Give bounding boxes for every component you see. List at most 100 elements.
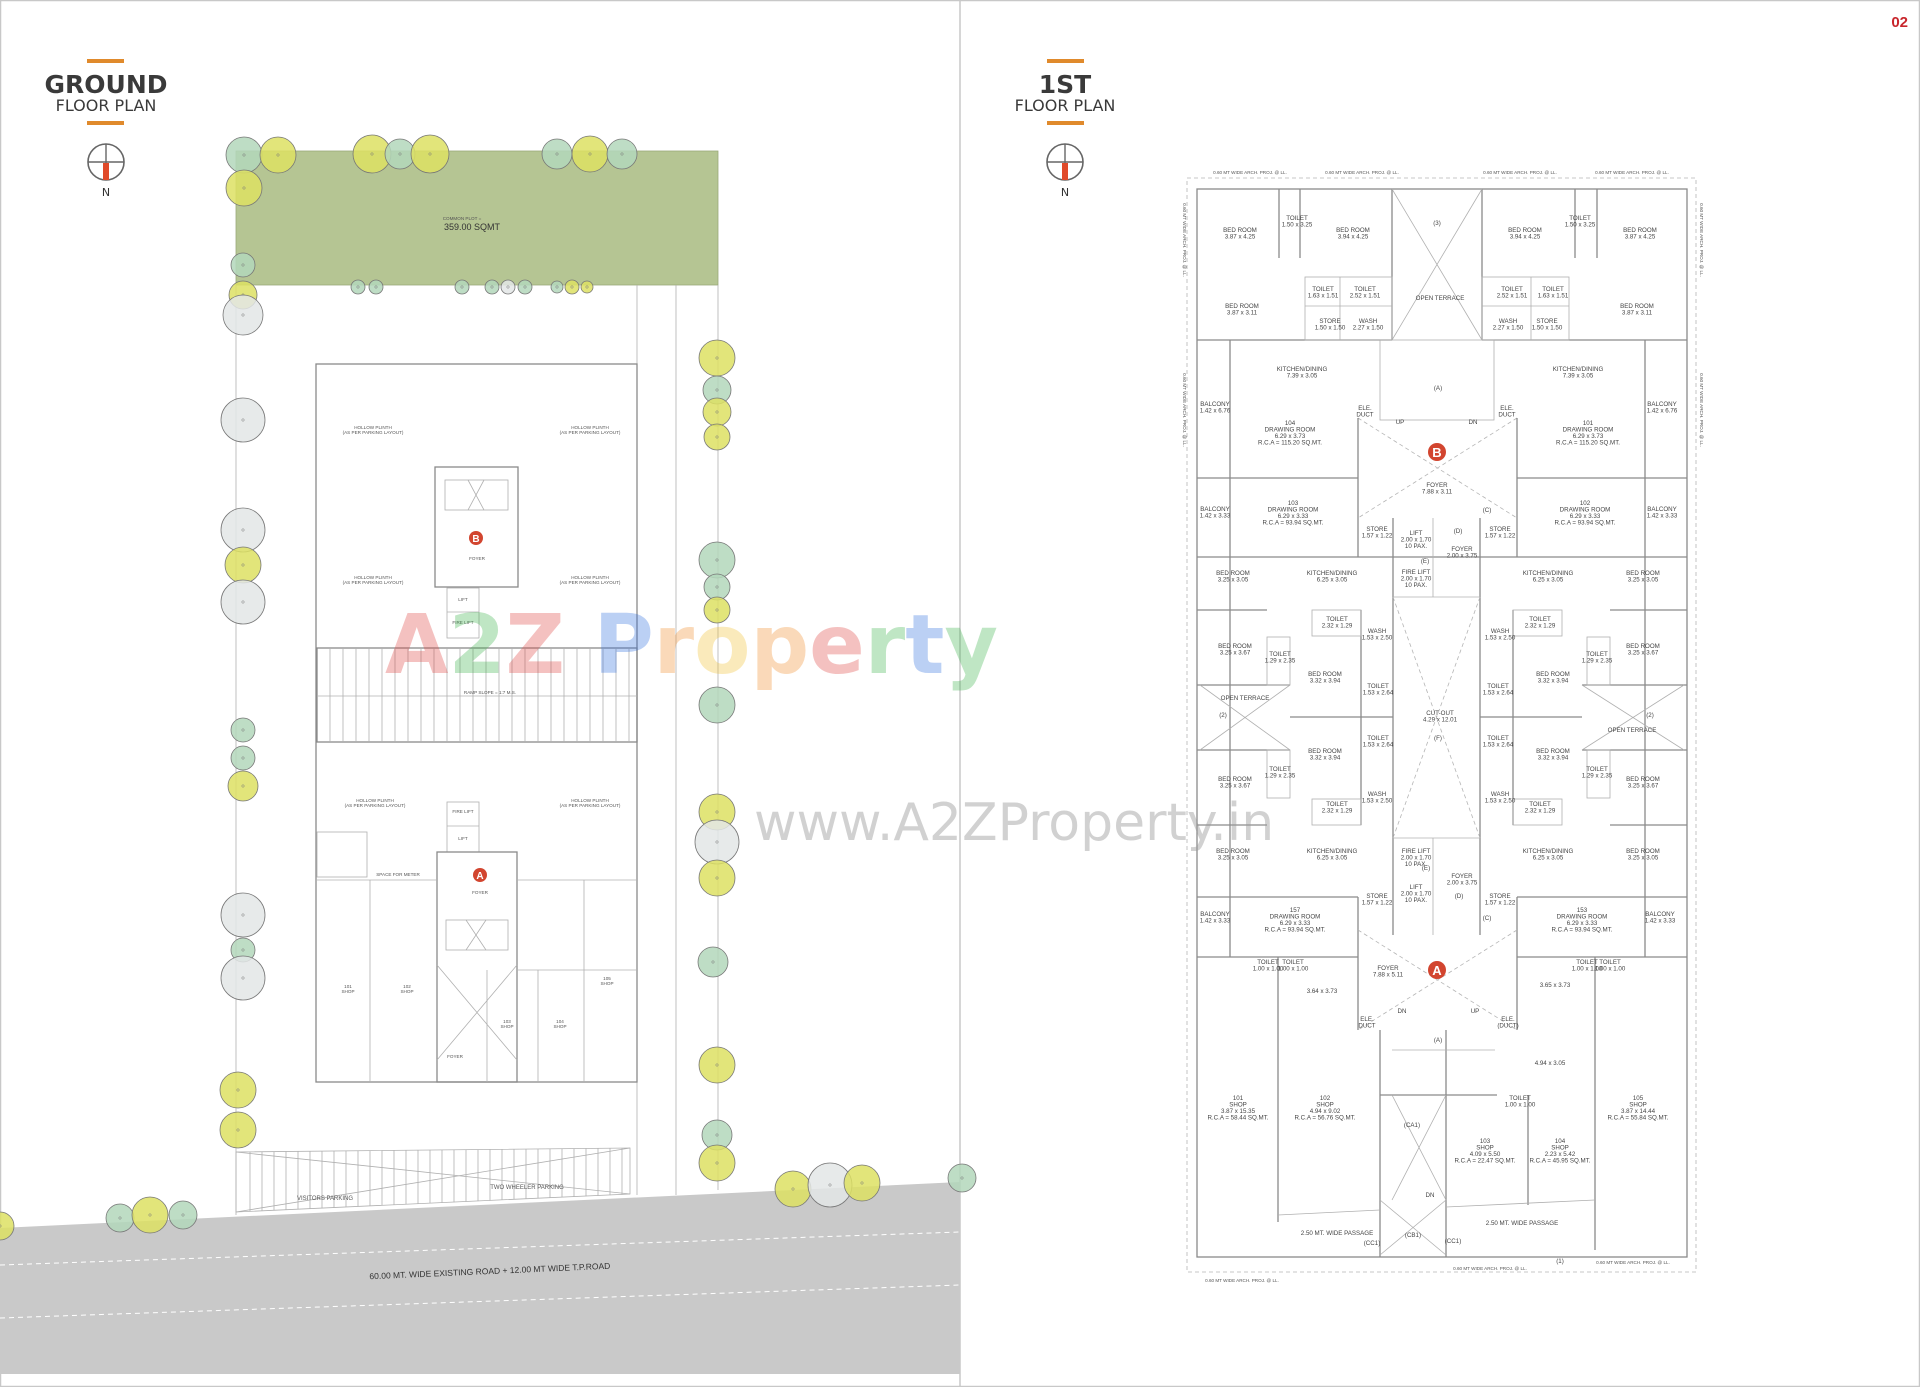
room-label-line: OPEN TERRACE (1608, 727, 1657, 734)
room-label-line: 4.09 x 5.50 (1470, 1151, 1501, 1158)
room-label: (1) (1556, 1258, 1564, 1265)
room-label-line: LIFT (1410, 884, 1423, 891)
room-label-line: (DUCT) (1497, 1023, 1518, 1030)
hollow-plinth-note: (AS PER PARKING LAYOUT) (345, 803, 406, 808)
room-label-line: DRAWING ROOM (1563, 427, 1614, 434)
tree-icon (220, 579, 266, 625)
room-label: (E) (1421, 558, 1429, 565)
room-label-line: 6.29 x 3.33 (1280, 920, 1311, 927)
room-label-line: BED ROOM (1508, 227, 1542, 234)
room-label-line: FOYER (1377, 965, 1399, 972)
room-label-line: 3.25 x 3.05 (1628, 855, 1659, 862)
room-label-line: 1.29 x 2.35 (1265, 773, 1296, 780)
room-label-line: BED ROOM (1623, 227, 1657, 234)
room-label-line: R.C.A = 45.95 SQ.MT. (1529, 1158, 1590, 1165)
room-label-line: 1.50 x 3.25 (1565, 222, 1596, 229)
tree-center-icon (276, 153, 280, 157)
room-label-line: R.C.A = 115.20 SQ.MT. (1556, 440, 1620, 447)
room-label-line: 1.57 x 1.22 (1485, 900, 1516, 907)
room-label-line: (C) (1483, 915, 1492, 922)
room-label-line: (F) (1434, 735, 1442, 742)
title-sub: FLOOR PLAN (56, 96, 157, 115)
tree-center-icon (242, 153, 246, 157)
room-label-line: (CA1) (1404, 1122, 1420, 1129)
watermark-letter: 2 (448, 598, 505, 693)
room-label: (2) (1646, 712, 1654, 719)
tree-icon (698, 339, 736, 377)
room-label-line: DUCT (1356, 412, 1373, 419)
room-label-line: TOILET (1269, 766, 1291, 773)
tree-icon (697, 946, 729, 978)
room-label-line: 3.25 x 3.67 (1220, 650, 1251, 657)
room-label-line: 1.53 x 2.64 (1363, 742, 1394, 749)
room-label-line: 104 (1285, 420, 1296, 427)
tree-icon (225, 169, 263, 207)
room-label-line: TOILET (1367, 683, 1389, 690)
shop-label: SHOP (553, 1024, 566, 1029)
room-label-line: (CB1) (1405, 1232, 1421, 1239)
tree-center-icon (828, 1183, 832, 1187)
tree-center-icon (118, 1216, 122, 1220)
tree-icon (219, 1111, 257, 1149)
room-label-line: BED ROOM (1218, 643, 1252, 650)
room-label-line: 6.29 x 3.73 (1573, 433, 1604, 440)
room-label-line: 2.00 x 1.70 (1401, 855, 1432, 862)
room-label: ELE.(DUCT) (1497, 1016, 1518, 1030)
tree-center-icon (715, 558, 719, 562)
room-label-line: 2.00 x 1.70 (1401, 537, 1432, 544)
room-label-line: 1.42 x 3.33 (1645, 918, 1676, 925)
tree-center-icon (588, 152, 592, 156)
tree-center-icon (555, 152, 559, 156)
watermark-letter (565, 598, 594, 693)
title-bar-top (87, 59, 124, 63)
lift-label: LIFT (458, 597, 468, 602)
room-label-line: BED ROOM (1336, 227, 1370, 234)
room-label-line: 3.94 x 4.25 (1510, 234, 1541, 241)
room-label-line: (2) (1646, 712, 1654, 719)
room-label-line: 7.88 x 3.11 (1422, 489, 1453, 496)
tree-icon (220, 955, 266, 1001)
room-label-line: 1.53 x 2.64 (1483, 690, 1514, 697)
north-label: N (102, 186, 110, 199)
room-label-line: 1.53 x 2.50 (1362, 798, 1393, 805)
north-compass-icon: N (87, 143, 125, 199)
tree-icon (484, 279, 500, 295)
hollow-plinth-label: HOLLOW PLINTH (571, 575, 609, 580)
room-label-line: R.C.A = 93.94 SQ.MT. (1551, 927, 1612, 934)
room-label-line: (1) (1556, 1258, 1564, 1265)
room-label-line: WASH (1491, 791, 1509, 798)
arch-proj-label: 0.60 MT WIDE ARCH. PROJ. @ LL. (1182, 373, 1187, 447)
room-label-line: BALCONY (1647, 506, 1677, 513)
tree-center-icon (374, 285, 378, 289)
ground-labels: HOLLOW PLINTH (AS PER PARKING LAYOUT) HO… (341, 425, 620, 1059)
room-label-line: 1.29 x 2.35 (1582, 773, 1613, 780)
room-label-line: 1.57 x 1.22 (1485, 533, 1516, 540)
room-label-line: 1.00 x 1.00 (1595, 966, 1626, 973)
room-label: UP (1396, 419, 1405, 426)
room-label-line: TOILET (1257, 959, 1279, 966)
room-label-line: STORE (1366, 526, 1387, 533)
arch-proj-label: 0.60 MT WIDE ARCH. PROJ. @ LL. (1595, 170, 1669, 175)
room-label-line: (CC1) (1445, 1238, 1462, 1245)
room-label: (2) (1219, 712, 1227, 719)
tree-center-icon (356, 285, 360, 289)
room-label-line: TOILET (1282, 959, 1304, 966)
room-label-line: 1.50 x 1.50 (1532, 325, 1563, 332)
tree-icon (698, 541, 736, 579)
